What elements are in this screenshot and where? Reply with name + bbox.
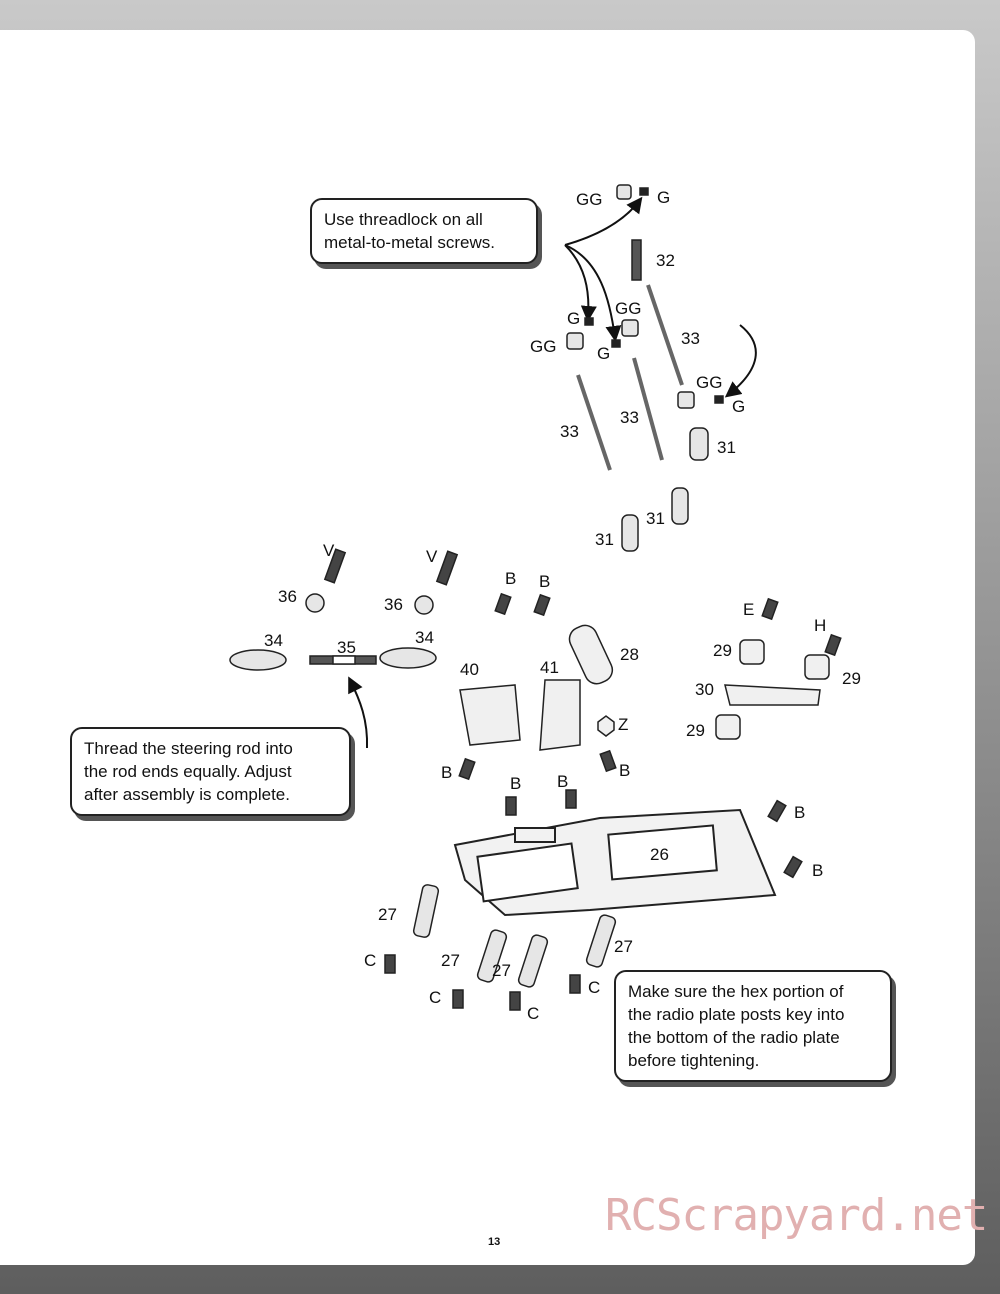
- label-z: Z: [618, 715, 628, 734]
- label-g: G: [657, 188, 670, 207]
- label-28: 28: [620, 645, 639, 664]
- label-30: 30: [695, 680, 714, 699]
- label-27: 27: [492, 961, 511, 980]
- spring-32: [631, 239, 642, 281]
- label-31: 31: [717, 438, 736, 457]
- label-e: E: [743, 600, 754, 619]
- label-gg: GG: [615, 299, 641, 318]
- callout-line: after assembly is complete.: [84, 785, 290, 804]
- label-b: B: [505, 569, 516, 588]
- callout-line: before tightening.: [628, 1051, 760, 1070]
- label-36: 36: [384, 595, 403, 614]
- callout-line: the rod ends equally. Adjust: [84, 762, 292, 781]
- part-labels: GG G 32 G GG GG G 33 GG G 33 33 31 31 31…: [264, 188, 861, 1023]
- radio-posts: [384, 884, 617, 1011]
- label-g: G: [597, 344, 610, 363]
- callout-line: Thread the steering rod into: [84, 739, 293, 758]
- label-35: 35: [337, 638, 356, 657]
- callout-line: the bottom of the radio plate: [628, 1028, 840, 1047]
- label-33: 33: [620, 408, 639, 427]
- label-b: B: [510, 774, 521, 793]
- label-gg: GG: [576, 190, 602, 209]
- label-c: C: [429, 988, 441, 1007]
- label-h: H: [814, 616, 826, 635]
- threadlock-arrows: [348, 196, 757, 749]
- label-32: 32: [656, 251, 675, 270]
- watermark: RCScrapyard.net: [605, 1190, 988, 1241]
- label-26: 26: [650, 845, 669, 864]
- label-27: 27: [378, 905, 397, 924]
- callout-line: Make sure the hex portion of: [628, 982, 844, 1001]
- label-c: C: [364, 951, 376, 970]
- label-b: B: [557, 772, 568, 791]
- label-29: 29: [842, 669, 861, 688]
- label-34: 34: [264, 631, 283, 650]
- label-gg: GG: [530, 337, 556, 356]
- hex-posts-callout: Make sure the hex portion of the radio p…: [614, 970, 892, 1082]
- label-b: B: [794, 803, 805, 822]
- servo-saver-parts: [566, 184, 724, 552]
- label-c: C: [527, 1004, 539, 1023]
- steering-rod-parts: [229, 548, 459, 671]
- label-29: 29: [713, 641, 732, 660]
- page-number: 13: [488, 1236, 501, 1248]
- steering-rod-callout: Thread the steering rod into the rod end…: [70, 727, 351, 816]
- label-41: 41: [540, 658, 559, 677]
- label-40: 40: [460, 660, 479, 679]
- bellcrank-parts: [458, 592, 842, 879]
- callout-line: Use threadlock on all: [324, 210, 483, 229]
- callout-line: metal-to-metal screws.: [324, 233, 495, 252]
- label-g: G: [732, 397, 745, 416]
- label-31: 31: [595, 530, 614, 549]
- label-v: V: [426, 547, 438, 566]
- label-b: B: [619, 761, 630, 780]
- label-36: 36: [278, 587, 297, 606]
- label-31: 31: [646, 509, 665, 528]
- threadlock-callout: Use threadlock on all metal-to-metal scr…: [310, 198, 538, 264]
- label-v: V: [323, 541, 335, 560]
- label-gg: GG: [696, 373, 722, 392]
- label-b: B: [441, 763, 452, 782]
- label-27: 27: [614, 937, 633, 956]
- label-b: B: [539, 572, 550, 591]
- radio-plate-26: [453, 808, 777, 917]
- label-g: G: [567, 309, 580, 328]
- label-34: 34: [415, 628, 434, 647]
- label-27: 27: [441, 951, 460, 970]
- label-29: 29: [686, 721, 705, 740]
- callout-line: the radio plate posts key into: [628, 1005, 845, 1024]
- label-c: C: [588, 978, 600, 997]
- label-33: 33: [681, 329, 700, 348]
- label-b: B: [812, 861, 823, 880]
- label-33: 33: [560, 422, 579, 441]
